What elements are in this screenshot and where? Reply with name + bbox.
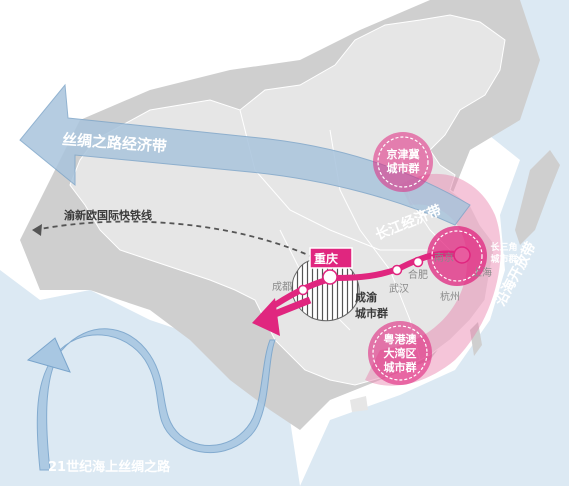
yangtze-delta-circle [427, 226, 487, 286]
maritime-silk-road-label: 21世纪海上丝绸之路 [48, 460, 171, 475]
node-hefei [412, 256, 424, 268]
hainan-land [350, 396, 368, 412]
yangtze-delta-label-line2: 城市群 [490, 255, 518, 265]
maritime-silk-road-arrow [36, 328, 276, 471]
japan-land [515, 150, 560, 245]
jingjinji-label-line1: 京津冀 [386, 148, 420, 161]
gba-label-line1: 粤港澳 [383, 333, 417, 346]
hefei-label: 合肥 [408, 270, 428, 281]
taiwan-land [470, 322, 482, 356]
chengyu-cluster-label-line2: 城市群 [355, 307, 388, 320]
yangtze-delta-label: 长三角 城市群 [486, 242, 522, 266]
yangtze-delta-ring [431, 230, 483, 282]
jingjinji-circle [373, 132, 433, 192]
wuhan-label: 武汉 [389, 284, 409, 295]
chengyu-cluster-label-line1: 成渝 [355, 291, 377, 304]
westward-arrowhead [252, 298, 280, 336]
chengyu-cluster-label: 成渝 城市群 [355, 290, 388, 322]
gba-label-line2: 大湾区 [383, 347, 417, 360]
node-wuhan [391, 264, 403, 276]
china-territory [69, 14, 506, 386]
jingjinji-label: 京津冀 城市群 [381, 148, 425, 176]
jingjinji-label-line2: 城市群 [386, 162, 420, 175]
hangzhou-label: 杭州 [440, 292, 460, 303]
indian-ocean [0, 270, 300, 486]
coastal-belt [365, 173, 501, 386]
gba-label-line3: 城市群 [383, 361, 417, 374]
chengdu-label: 成都 [272, 282, 292, 293]
jingjinji-ring [377, 136, 429, 188]
nanjing-label: 南京 [434, 253, 454, 264]
node-chongqing [322, 269, 338, 285]
shanghai-label: 上海 [472, 268, 492, 279]
yuxinou-railway-line [34, 220, 331, 266]
node-chengdu [297, 284, 309, 296]
gba-label: 粤港澳 大湾区 城市群 [378, 333, 422, 375]
maritime-arrowhead [26, 337, 71, 373]
chongqing-label-box [309, 247, 353, 269]
chongqing-label: 重庆 [314, 252, 339, 266]
yangtze-delta-label-line1: 长三角 [490, 243, 518, 253]
yuxinou-railway-label: 渝新欧国际快铁线 [64, 209, 152, 222]
gba-ring [372, 325, 428, 381]
railway-arrowhead [32, 224, 42, 236]
gba-circle [368, 321, 432, 385]
